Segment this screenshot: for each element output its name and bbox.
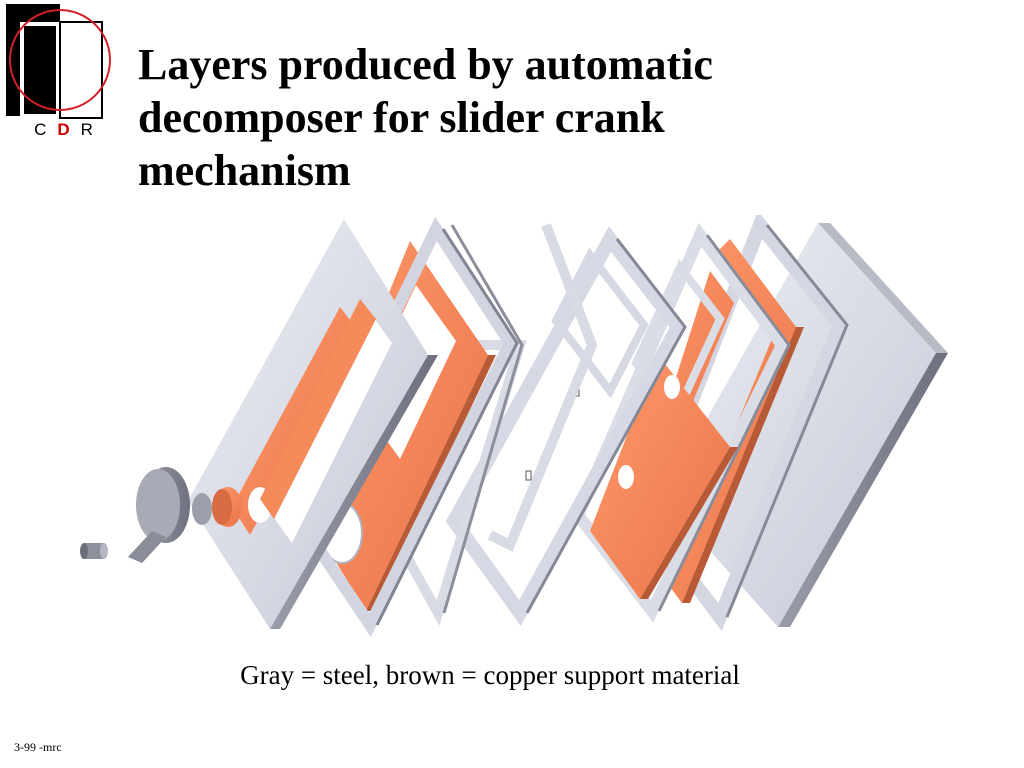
slide-title-line-1: Layers produced by automatic	[138, 40, 713, 89]
logo-letter-d: D	[57, 120, 73, 139]
copper-layer-center-plate	[590, 355, 738, 599]
logo-letter-r: R	[80, 120, 96, 139]
cdr-logo-mark	[6, 4, 111, 119]
slide-title: Layers produced by automatic decomposer …	[138, 38, 858, 197]
layer-decomposition-figure	[80, 215, 948, 637]
slide-title-line-2: decomposer for slider crank	[138, 93, 665, 142]
copper-layer-slots	[212, 299, 376, 527]
crank-disc	[128, 467, 212, 563]
figure-caption: Gray = steel, brown = copper support mat…	[240, 660, 740, 690]
slide-footer: 3-99 -mrc	[14, 740, 62, 754]
slide-title-line-3: mechanism	[138, 146, 351, 195]
slider-pin	[80, 543, 108, 559]
logo-letter-c: C	[34, 120, 50, 139]
